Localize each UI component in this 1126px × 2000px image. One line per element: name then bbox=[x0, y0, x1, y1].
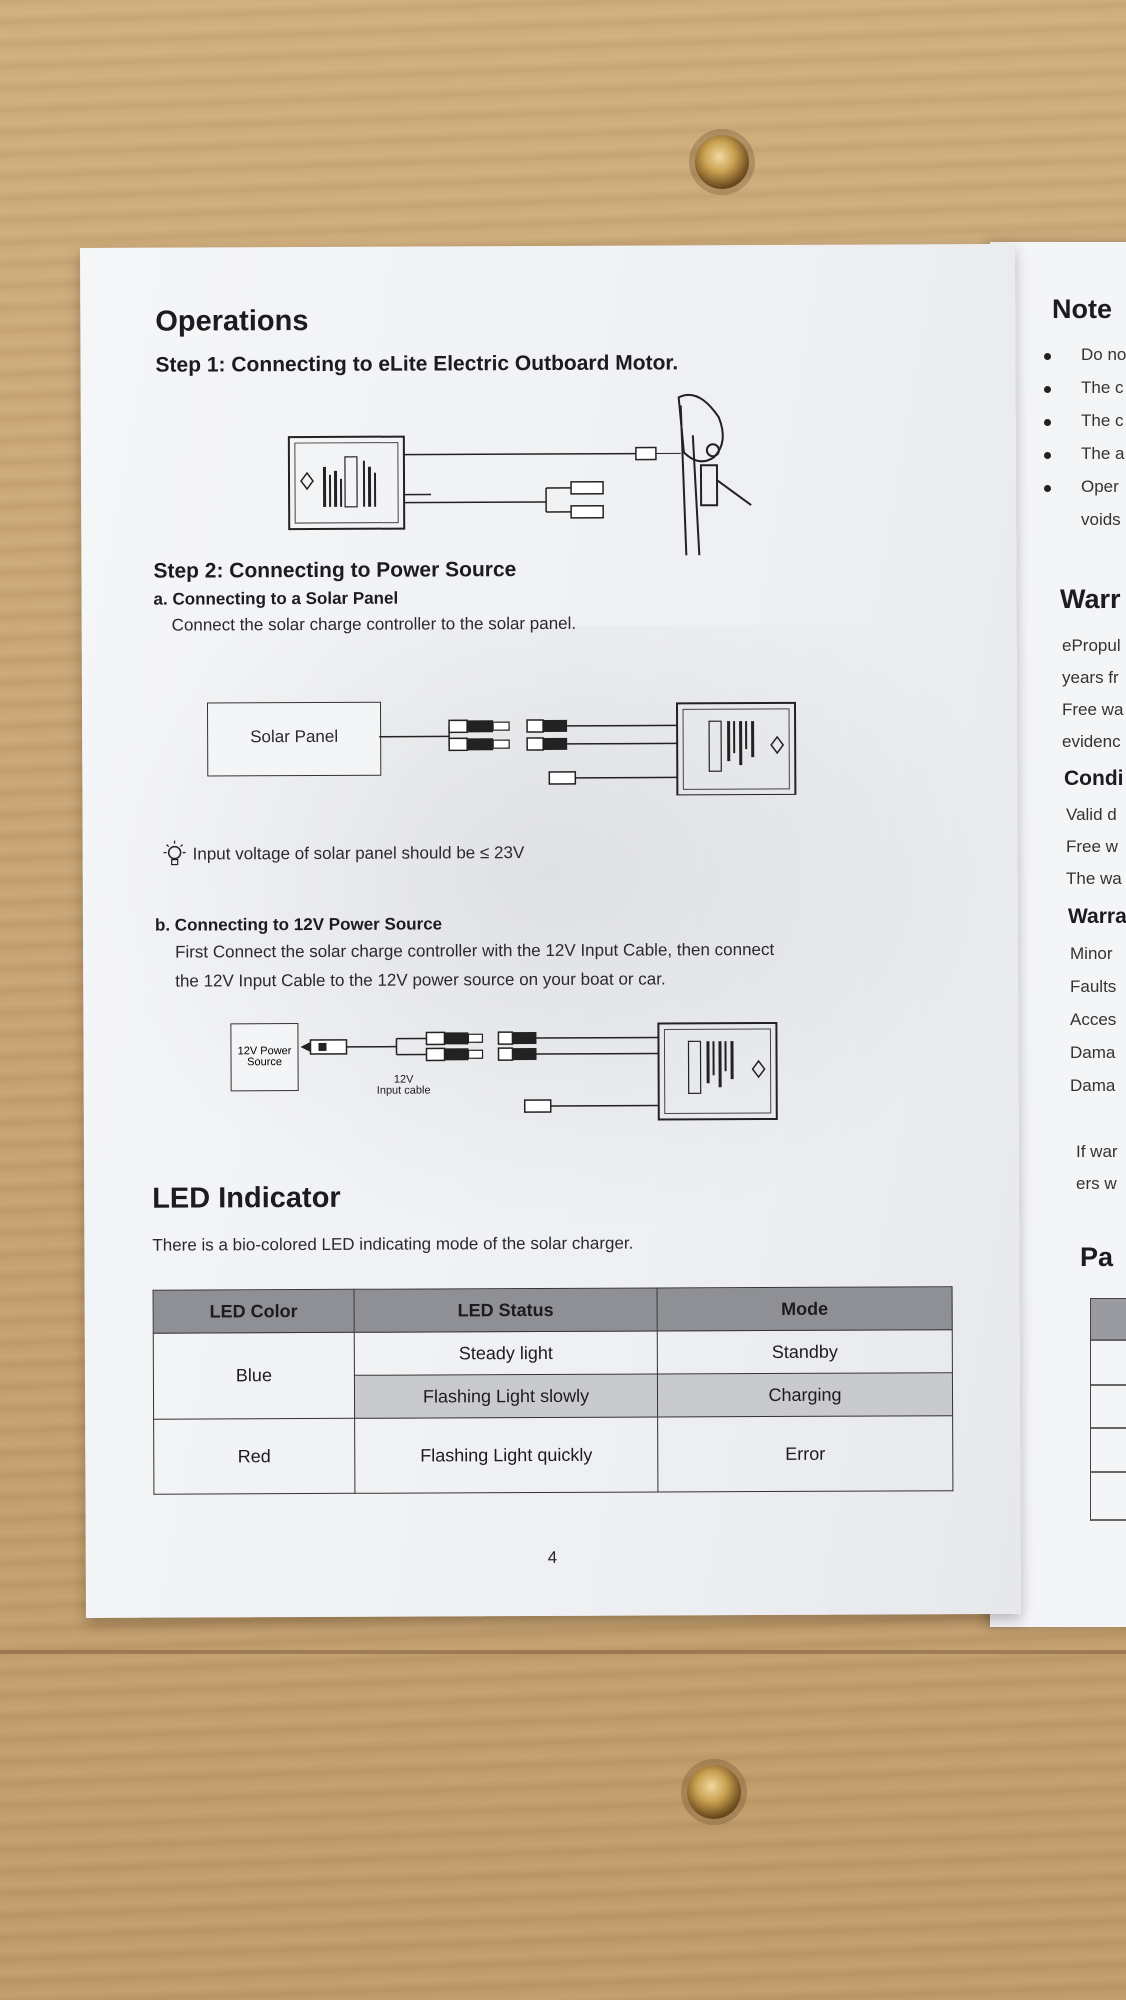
if-line: ers w bbox=[1076, 1174, 1117, 1193]
motor-plug bbox=[635, 446, 657, 461]
package-table-fragment bbox=[1090, 1298, 1126, 1521]
power-source-box: 12V Power Source bbox=[230, 1023, 299, 1092]
screw-bottom bbox=[687, 1765, 741, 1819]
warranty-line: ePropul bbox=[1062, 636, 1121, 655]
header-led-color: LED Color bbox=[153, 1289, 355, 1334]
solar-wiring-diagram bbox=[379, 701, 797, 797]
controller-logo-icon bbox=[300, 471, 314, 491]
charge-controller-unit bbox=[287, 435, 406, 531]
controller-logo-icon bbox=[770, 735, 785, 755]
bullet-dot bbox=[1044, 386, 1051, 393]
led-status: Flashing Light quickly bbox=[354, 1416, 658, 1494]
conditions-line: The wa bbox=[1066, 869, 1122, 888]
power-source-label-line2: Source bbox=[247, 1056, 283, 1069]
led-color-blue: Blue bbox=[153, 1332, 355, 1420]
led-status: Flashing Light slowly bbox=[354, 1373, 658, 1419]
package-table-header bbox=[1091, 1299, 1126, 1339]
input-cable-label-line2: Input cable bbox=[376, 1084, 431, 1097]
led-color-red: Red bbox=[153, 1418, 355, 1495]
conditions-line: Valid d bbox=[1066, 805, 1117, 824]
note-bullet: The c bbox=[1081, 411, 1124, 430]
conditions-title: Condi bbox=[1064, 767, 1124, 790]
connector-plug bbox=[570, 504, 604, 519]
plank-seam bbox=[0, 1650, 1126, 1654]
charge-controller-unit bbox=[657, 1021, 778, 1121]
led-indicator-title: LED Indicator bbox=[152, 1181, 341, 1215]
step2-heading: Step 2: Connecting to Power Source bbox=[153, 558, 517, 583]
outboard-motor-icon bbox=[677, 393, 752, 556]
12v-wiring-diagram bbox=[300, 1021, 778, 1121]
screw-top bbox=[695, 135, 749, 189]
bullet-dot bbox=[1044, 452, 1051, 459]
solar-voltage-tip: Input voltage of solar panel should be ≤… bbox=[192, 843, 525, 864]
led-status: Steady light bbox=[354, 1330, 658, 1376]
if-line: If war bbox=[1076, 1142, 1118, 1161]
note-bullet: Do no bbox=[1081, 345, 1126, 364]
solar-subheading: a. Connecting to a Solar Panel bbox=[153, 588, 399, 609]
warranty-title: Warr bbox=[1060, 584, 1121, 614]
led-description: There is a bio-colored LED indicating mo… bbox=[152, 1233, 634, 1255]
led-table-header-row: LED Color LED Status Mode bbox=[153, 1286, 953, 1334]
warranty-sub-title: Warra bbox=[1068, 905, 1126, 928]
warranty-sub-line: Faults bbox=[1070, 977, 1117, 996]
solar-panel-label: Solar Panel bbox=[250, 726, 339, 747]
connector-plug bbox=[570, 480, 604, 495]
warranty-line: Free wa bbox=[1062, 700, 1124, 719]
power-source-subheading: b. Connecting to 12V Power Source bbox=[154, 914, 443, 935]
note-bullet: The c bbox=[1081, 378, 1124, 397]
solar-panel-box: Solar Panel bbox=[206, 701, 382, 777]
note-bullet-continued: voids bbox=[1081, 510, 1121, 529]
led-mode: Standby bbox=[657, 1329, 953, 1374]
table-row: Blue Steady light Standby bbox=[153, 1329, 953, 1420]
page-number: 4 bbox=[547, 1547, 558, 1567]
notes-title: Note bbox=[1052, 294, 1112, 324]
warranty-sub-line: Minor bbox=[1070, 944, 1113, 963]
controller-logo-icon bbox=[751, 1059, 766, 1079]
warranty-sub-line: Dama bbox=[1070, 1043, 1116, 1062]
charge-controller-unit bbox=[675, 701, 797, 797]
step1-motor-diagram bbox=[287, 393, 752, 556]
warranty-sub-line: Dama bbox=[1070, 1076, 1116, 1095]
led-table: LED Color LED Status Mode Blue Steady li… bbox=[153, 1286, 954, 1495]
warranty-line: evidenc bbox=[1062, 732, 1121, 751]
warranty-line: years fr bbox=[1062, 668, 1119, 687]
bullet-dot bbox=[1044, 353, 1051, 360]
note-bullet: The a bbox=[1081, 444, 1125, 463]
bullet-dot bbox=[1044, 485, 1051, 492]
left-page: Operations Step 1: Connecting to eLite E… bbox=[80, 243, 1021, 1618]
warranty-sub-line: Acces bbox=[1070, 1010, 1117, 1029]
header-mode: Mode bbox=[657, 1286, 953, 1331]
power-source-instructions-line2: the 12V Input Cable to the 12V power sou… bbox=[175, 969, 666, 991]
operations-title: Operations bbox=[155, 305, 309, 338]
led-mode: Charging bbox=[657, 1372, 953, 1417]
lightbulb-icon bbox=[163, 840, 186, 866]
step1-heading: Step 1: Connecting to eLite Electric Out… bbox=[155, 351, 679, 377]
cigarette-plug-icon bbox=[300, 1039, 348, 1055]
package-title: Pa bbox=[1080, 1242, 1114, 1272]
led-mode: Error bbox=[657, 1415, 953, 1492]
header-led-status: LED Status bbox=[354, 1287, 658, 1333]
table-row: Red Flashing Light quickly Error bbox=[153, 1415, 953, 1495]
conditions-line: Free w bbox=[1066, 837, 1118, 856]
note-bullet: Oper bbox=[1081, 477, 1119, 496]
solar-instructions: Connect the solar charge controller to t… bbox=[171, 613, 577, 635]
power-source-instructions-line1: First Connect the solar charge controlle… bbox=[175, 939, 775, 962]
bullet-dot bbox=[1044, 419, 1051, 426]
